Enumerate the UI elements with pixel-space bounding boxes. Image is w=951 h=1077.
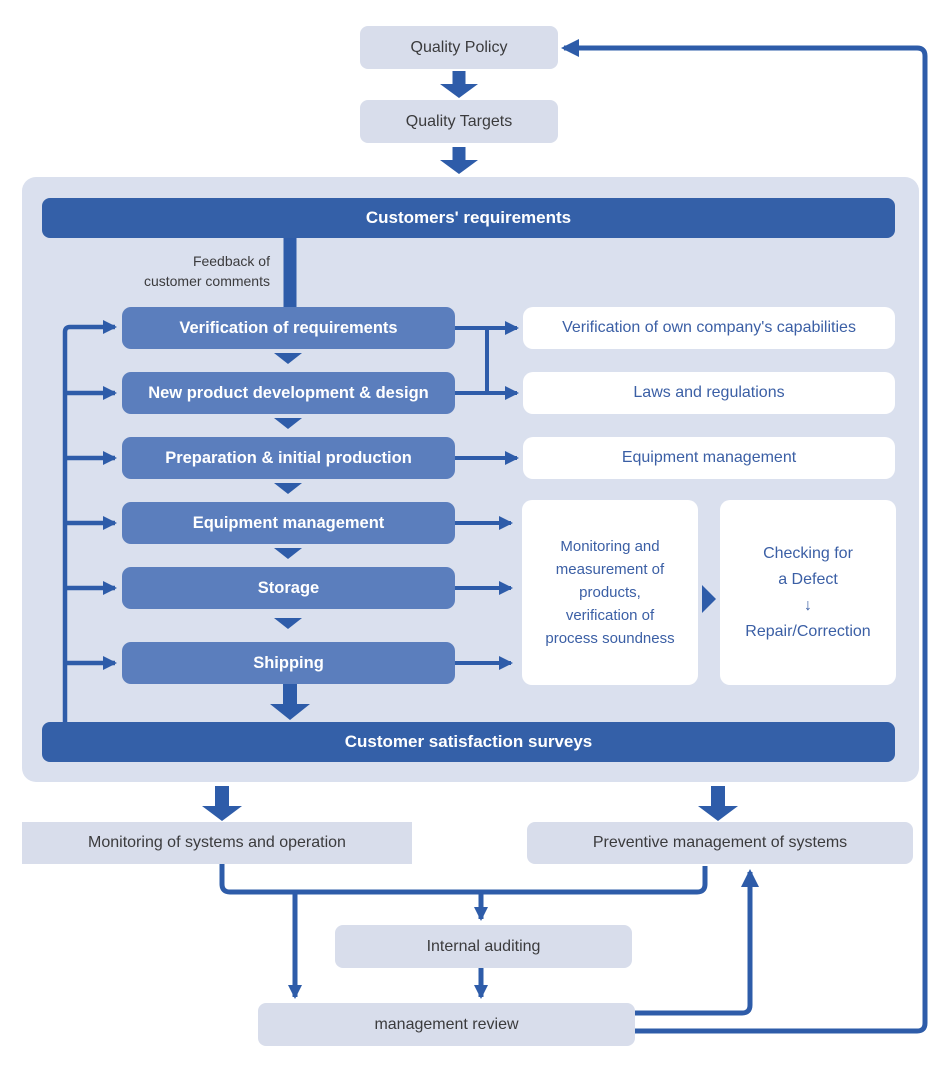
down-arrow-icon: [440, 147, 478, 174]
monitoring-line: products,: [579, 584, 641, 601]
feedback-note-line: Feedback of: [192, 253, 270, 269]
checking-line: Repair/Correction: [745, 622, 871, 640]
monitoring-line: process soundness: [545, 630, 675, 647]
internal-auditing-box: Internal auditing: [335, 925, 632, 968]
down-arrow-glyph: ↓: [804, 596, 812, 614]
down-arrow-icon: [202, 786, 242, 821]
step-preparation-initial-production: Preparation & initial production: [122, 437, 455, 479]
step-new-product-development: New product development & design: [122, 372, 455, 414]
left-feedback-tree: [62, 320, 117, 724]
right-triangle-icon: [702, 585, 716, 613]
checking-line: a Defect: [778, 570, 838, 588]
chevron-down-icon: [274, 618, 302, 629]
checking-defect-box: Checking for a Defect ↓ Repair/Correctio…: [720, 500, 896, 685]
monitoring-line: verification of: [565, 607, 655, 624]
chevron-down-icon: [274, 353, 302, 364]
preventive-management-box: Preventive management of systems: [527, 822, 913, 864]
bottom-bracket-arrows: [219, 864, 708, 999]
step-to-side-arrows: [455, 321, 519, 670]
chevron-down-icon: [274, 548, 302, 559]
management-review-feedback-loops: [561, 39, 928, 1034]
header-connector: [283, 238, 297, 308]
step-storage: Storage: [122, 567, 455, 609]
side-box-equipment-management: Equipment management: [523, 437, 895, 479]
chevron-down-icon: [274, 483, 302, 494]
customers-requirements-band: Customers' requirements: [42, 198, 895, 238]
monitoring-line: measurement of: [555, 561, 665, 578]
quality-policy-box: Quality Policy: [360, 26, 558, 69]
chevron-down-icon: [274, 418, 302, 429]
down-arrow-icon: [698, 786, 738, 821]
block-arrows: [202, 71, 738, 821]
monitoring-measurement-box: Monitoring and measurement of products, …: [522, 500, 698, 685]
management-review-box: management review: [258, 1003, 635, 1046]
step-equipment-management: Equipment management: [122, 502, 455, 544]
feedback-note-line: customer comments: [143, 273, 270, 290]
quality-targets-box: Quality Targets: [360, 100, 558, 143]
feedback-note: Feedback of customer comments: [110, 251, 270, 292]
customer-satisfaction-band: Customer satisfaction surveys: [42, 722, 895, 762]
monitoring-systems-box: Monitoring of systems and operation: [22, 822, 412, 864]
side-box-company-capabilities: Verification of own company's capabiliti…: [523, 307, 895, 349]
checking-line: Checking for: [763, 544, 853, 562]
step-verification-of-requirements: Verification of requirements: [122, 307, 455, 349]
step-shipping: Shipping: [122, 642, 455, 684]
down-arrow-icon: [440, 71, 478, 98]
monitoring-line: Monitoring and: [560, 538, 660, 555]
side-box-laws-regulations: Laws and regulations: [523, 372, 895, 414]
down-arrow-icon: [270, 684, 310, 720]
